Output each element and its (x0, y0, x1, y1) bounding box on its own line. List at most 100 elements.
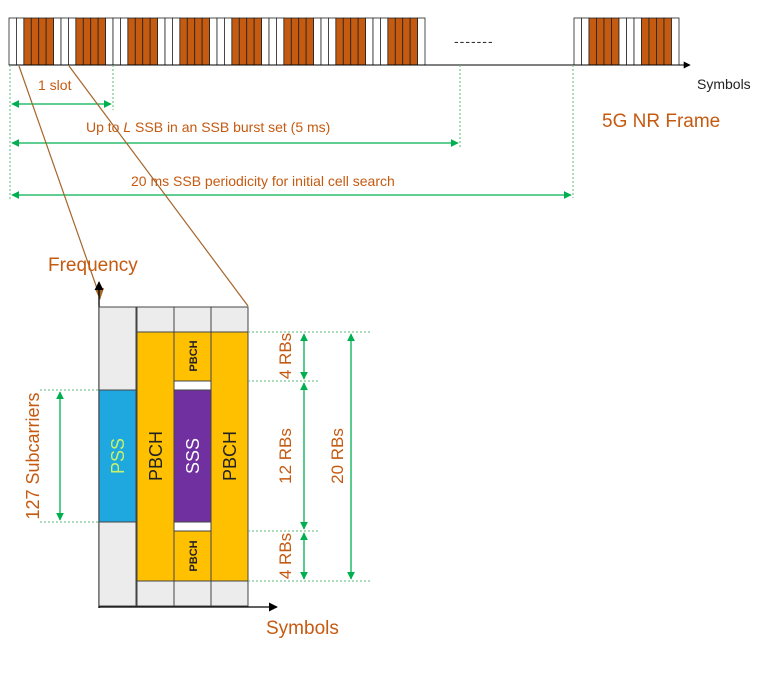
frame-title: 5G NR Frame (602, 111, 720, 132)
ssb-symbol-cell (350, 17, 359, 66)
pbch-block-col3-bottom (173, 530, 212, 582)
ssb-symbol-cell (149, 17, 158, 66)
zoom-callout-left (18, 65, 101, 298)
ssb-symbol-cell (30, 17, 40, 66)
symbol-cell (216, 17, 225, 66)
ssb-symbol-cell (238, 17, 248, 66)
ssb-symbol-cell (342, 17, 352, 66)
symbol-cell (276, 17, 285, 66)
pbch-label-col4: PBCH (220, 431, 240, 481)
ssb-symbol-cell (186, 17, 196, 66)
symbol-cell (618, 17, 627, 66)
ellipsis-dashes: ------- (454, 33, 494, 49)
ssb-symbol-cell (394, 17, 404, 66)
symbol-cell (60, 17, 69, 66)
symbol-cell (68, 17, 77, 66)
ssb-symbol-cell (335, 17, 344, 66)
bottom-symbols-label: Symbols (266, 618, 339, 639)
grid-cell-col4-top (210, 306, 249, 333)
grid-cell-col2-bottom (136, 580, 175, 607)
pbch-label-col3-top: PBCH (188, 340, 200, 371)
ssb-symbol-cell (663, 17, 672, 66)
ssb-symbol-cell (179, 17, 188, 66)
symbol-cell (268, 17, 277, 66)
ssb-symbol-cell (656, 17, 665, 66)
ssb-symbol-cell (409, 17, 418, 66)
ssb-symbol-cell (290, 17, 300, 66)
ssb-symbol-cell (75, 17, 84, 66)
symbol-cell (172, 17, 181, 66)
symbol-cell (417, 17, 426, 66)
ssb-symbol-cell (134, 17, 144, 66)
symbol-cell (105, 17, 114, 66)
ssb-symbol-cell (603, 17, 612, 66)
ssb-symbol-cell (611, 17, 620, 66)
pbch-label-col3-bottom: PBCH (188, 540, 200, 571)
symbol-cell (224, 17, 233, 66)
slot-label: 1 slot (38, 77, 72, 93)
ssb-symbol-cell (23, 17, 32, 66)
ssb-symbol-cell (253, 17, 262, 66)
grid-cell-col3-top (173, 306, 212, 333)
symbol-cell (581, 17, 590, 66)
pbch-label-col2: PBCH (146, 431, 166, 481)
ssb-symbol-cell (641, 17, 650, 66)
ssb-symbol-cell (298, 17, 307, 66)
rb20-label: 20 RBs (328, 428, 347, 484)
ssb-symbol-cell (231, 17, 240, 66)
symbol-cell (16, 17, 25, 66)
symbol-cell (8, 17, 17, 66)
symbol-cell (313, 17, 322, 66)
symbol-cell (626, 17, 635, 66)
sss-block (173, 389, 212, 523)
symbol-cell (320, 17, 329, 66)
pss-label: PSS (108, 438, 128, 474)
symbol-cell (328, 17, 337, 66)
sss-label: SSS (183, 438, 203, 474)
ssb-symbol-cell (82, 17, 92, 66)
pss-block (98, 389, 137, 523)
rb4-bottom-label: 4 RBs (276, 533, 295, 579)
ssb-symbol-cell (283, 17, 292, 66)
ssb-burst-strip (8, 17, 680, 66)
ssb-symbol-cell (402, 17, 411, 66)
grid-cell-col4-bottom (210, 580, 249, 607)
top-symbols-label: Symbols (697, 76, 751, 92)
symbol-cell (53, 17, 62, 66)
ssb-symbol-cell (194, 17, 203, 66)
symbol-cell (209, 17, 218, 66)
periodicity-label: 20 ms SSB periodicity for initial cell s… (131, 173, 395, 189)
ssb-symbol-cell (45, 17, 54, 66)
symbol-cell (573, 17, 582, 66)
ssb-symbol-cell (201, 17, 210, 66)
ssb-symbol-cell (588, 17, 597, 66)
ssb-symbol-cell (246, 17, 255, 66)
pbch-block-col3-top (173, 331, 212, 382)
symbol-cell (372, 17, 381, 66)
symbol-cell (157, 17, 166, 66)
symbol-cell (261, 17, 270, 66)
ssb-symbol-cell (38, 17, 47, 66)
symbol-cell (380, 17, 389, 66)
rb12-label: 12 RBs (276, 428, 295, 484)
grid-cell-col3-bottom (173, 580, 212, 607)
ssb-symbol-cell (596, 17, 605, 66)
ssb-symbol-cell (90, 17, 99, 66)
grid-cell-col2-top (136, 306, 175, 333)
ssb-symbol-cell (387, 17, 396, 66)
symbol-cell (164, 17, 173, 66)
symbol-cell (633, 17, 642, 66)
subcarriers-label: 127 Subcarriers (23, 392, 43, 519)
ssb-symbol-cell (142, 17, 151, 66)
frequency-label: Frequency (48, 255, 138, 276)
symbol-cell (112, 17, 121, 66)
ssb-symbol-cell (127, 17, 136, 66)
ssb-symbol-cell (357, 17, 366, 66)
pbch-block-col4 (210, 331, 249, 582)
symbol-cell (365, 17, 374, 66)
rb4-top-label: 4 RBs (276, 333, 295, 379)
ssb-symbol-cell (305, 17, 314, 66)
zoom-callout-right (68, 65, 249, 307)
burst-set-label: Up to L SSB in an SSB burst set (5 ms) (86, 119, 330, 135)
